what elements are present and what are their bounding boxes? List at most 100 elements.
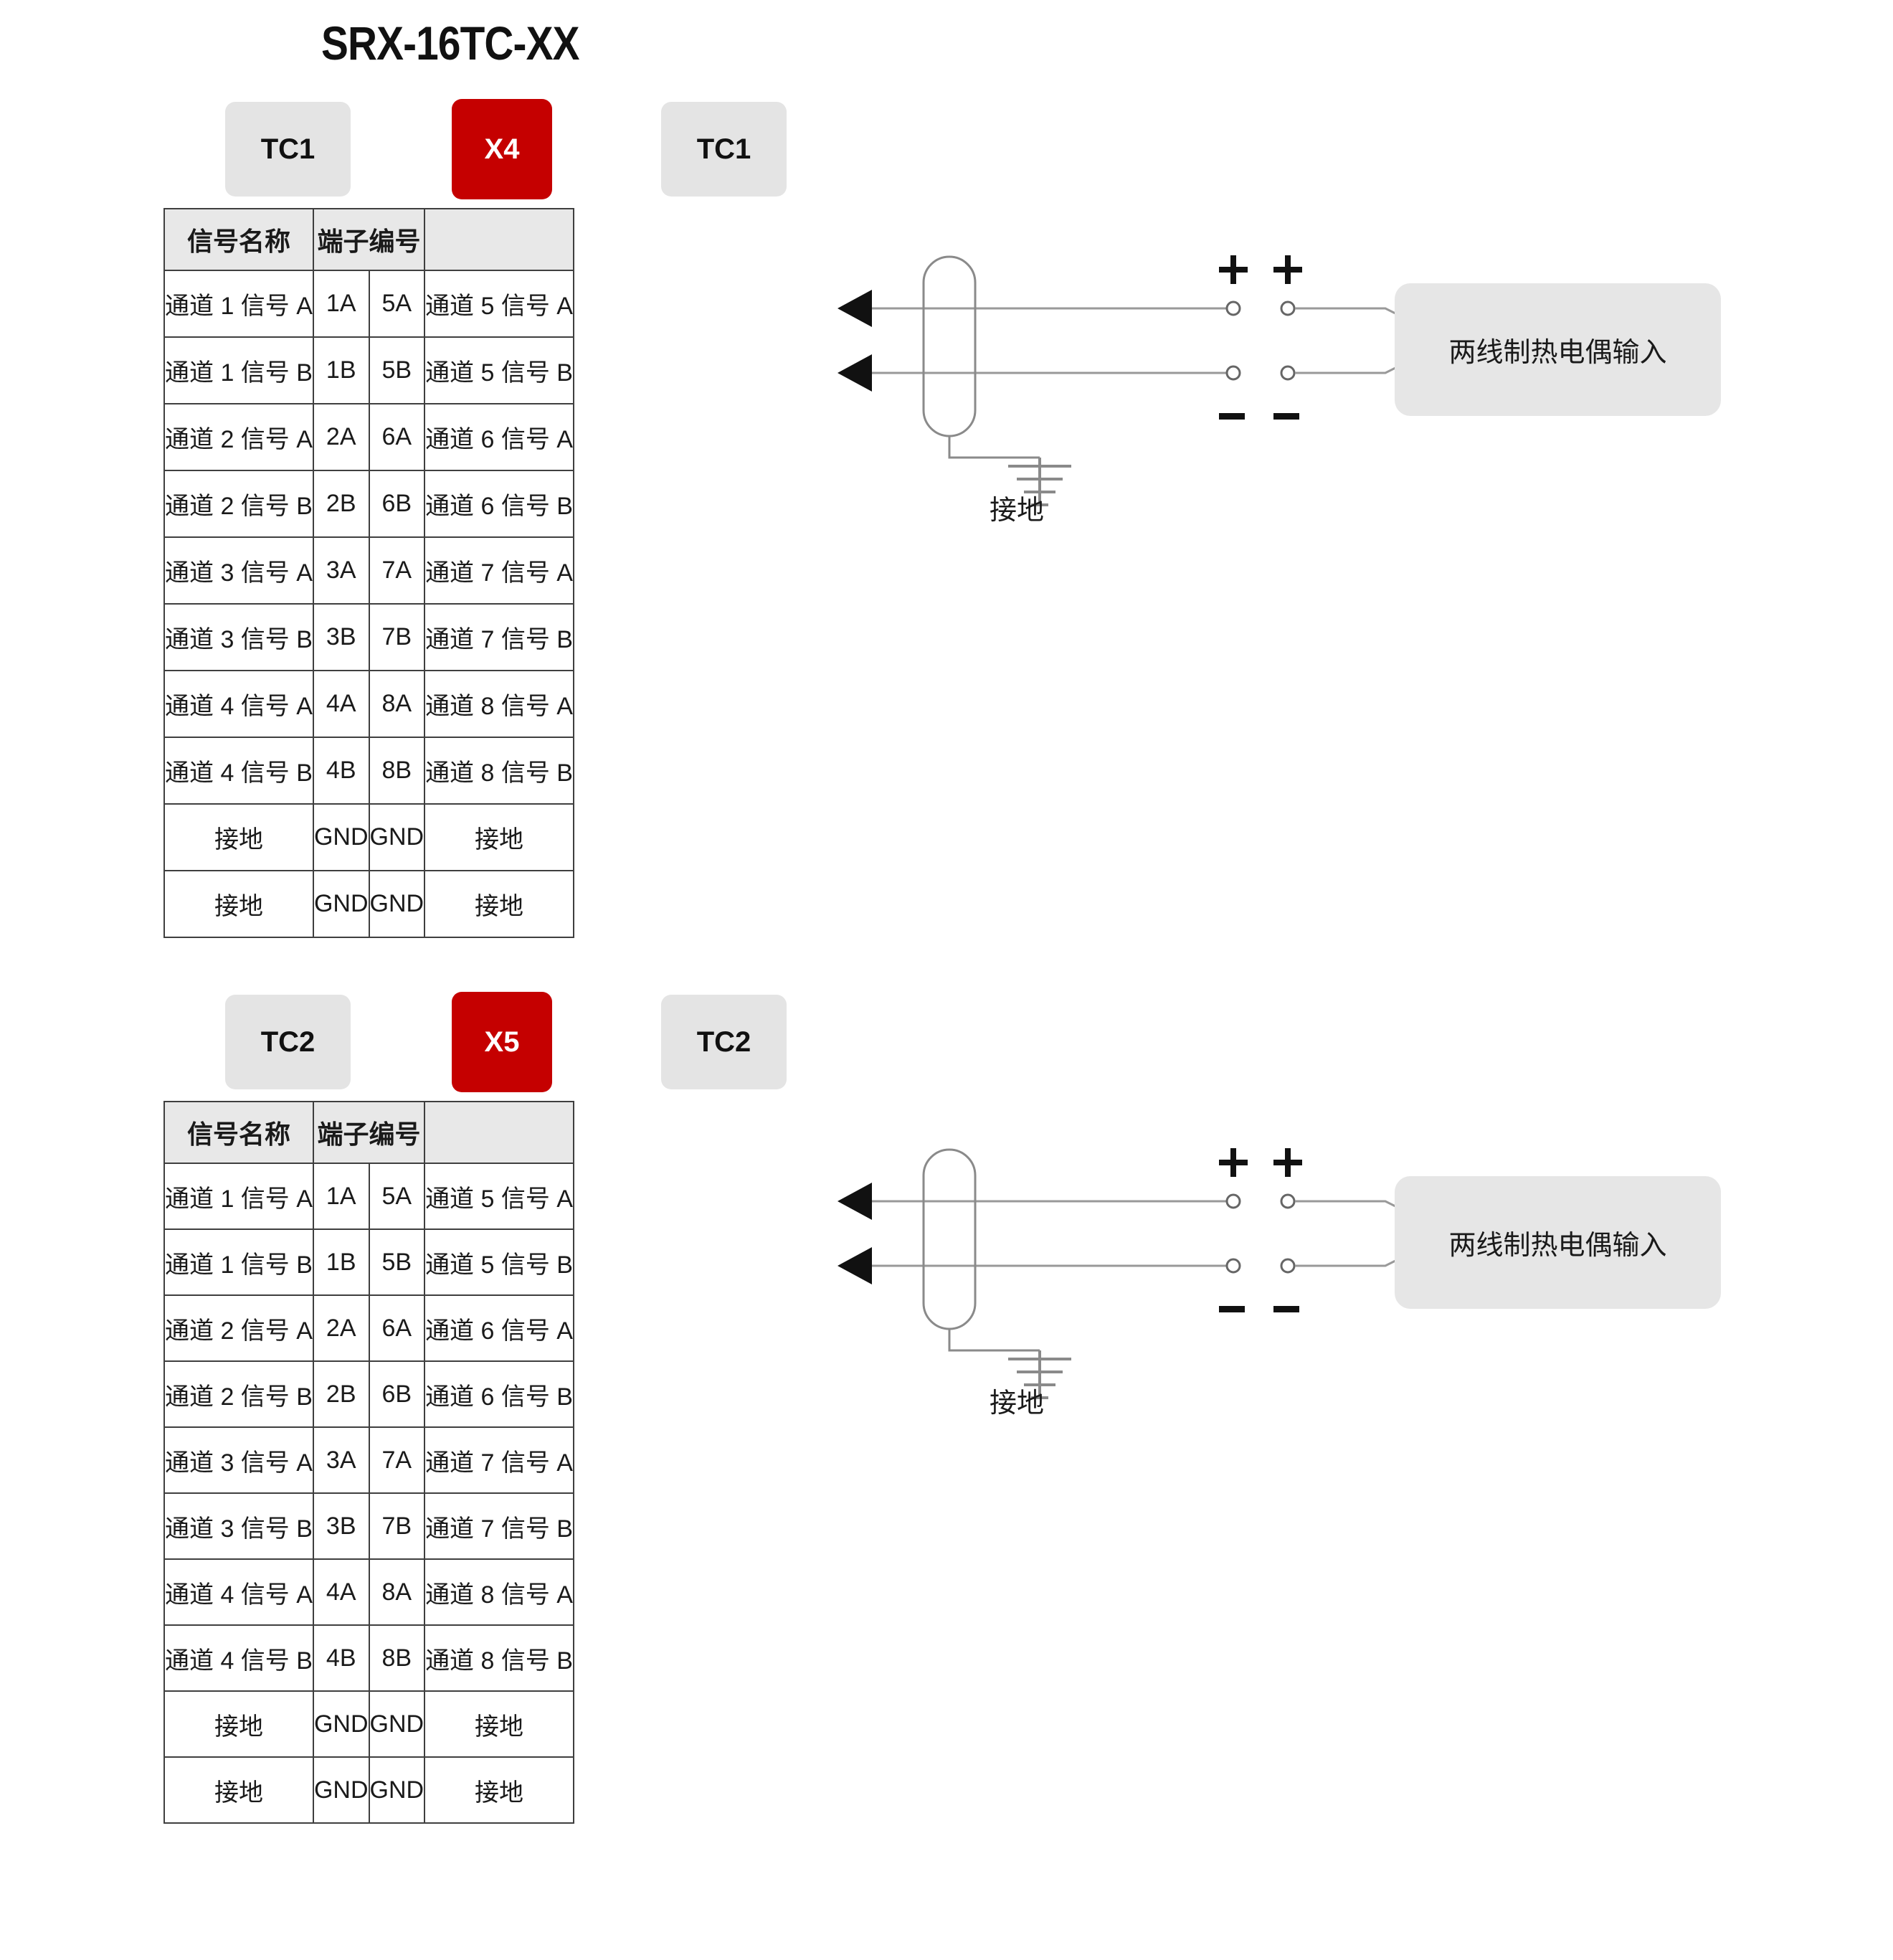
terminal-circle-out-minus [1280, 1258, 1296, 1274]
badge-row: TC2 X5 TC2 [0, 992, 932, 1092]
arrowhead-lower-icon [838, 354, 872, 392]
table-header-row: 信号名称 端子编号 [163, 208, 574, 271]
table-cell: 通道 6 信号 A [424, 1294, 574, 1362]
table-cell: 5B [368, 336, 426, 404]
ground-symbol-icon [1008, 1350, 1071, 1399]
header-terminal-number: 端子编号 [312, 208, 426, 271]
table-cell: 4A [312, 670, 370, 738]
header-signal-name: 信号名称 [163, 208, 314, 271]
table-cell: 接地 [163, 1690, 314, 1758]
table-cell: 2B [312, 1360, 370, 1428]
table-cell: 1B [312, 1228, 370, 1296]
table-cell: 通道 7 信号 B [424, 603, 574, 671]
table-cell: 5A [368, 1163, 426, 1230]
shield-ground-lead [948, 1329, 1040, 1352]
table-cell: 通道 4 信号 A [163, 670, 314, 738]
header-blank [424, 208, 574, 271]
table-cell: 通道 4 信号 A [163, 1558, 314, 1626]
ground-label: 接地 [990, 496, 1045, 526]
table-cell: 7B [368, 1492, 426, 1560]
shield-ground-lead [948, 436, 1040, 459]
table-cell: 5A [368, 270, 426, 338]
table-cell: 通道 1 信号 B [163, 336, 314, 404]
badge-connector-left[interactable]: TC1 [225, 102, 351, 197]
table-cell: 1B [312, 336, 370, 404]
table-cell: 通道 4 信号 B [163, 1624, 314, 1692]
arrowhead-upper-icon [838, 1183, 872, 1220]
table-cell: 6B [368, 470, 426, 538]
table-cell: 接地 [424, 803, 574, 871]
table-cell: GND [368, 870, 426, 938]
table-cell: 2A [312, 1294, 370, 1362]
badge-connector-right[interactable]: TC1 [661, 102, 787, 197]
table-cell: 通道 2 信号 A [163, 403, 314, 471]
table-cell: 1A [312, 1163, 370, 1230]
table-cell: 接地 [424, 1756, 574, 1824]
table-cell: 通道 8 信号 A [424, 1558, 574, 1626]
table-cell: 5B [368, 1228, 426, 1296]
table-cell: 通道 3 信号 B [163, 603, 314, 671]
table-cell: 7A [368, 1426, 426, 1494]
badge-row: TC1 X4 TC1 [0, 99, 932, 199]
header-signal-name: 信号名称 [163, 1101, 314, 1164]
table-cell: 通道 2 信号 A [163, 1294, 314, 1362]
badge-terminal-block[interactable]: X4 [452, 99, 552, 199]
thermocouple-input-box: 两线制热电偶输入 [1395, 1176, 1721, 1309]
table-cell: 通道 1 信号 B [163, 1228, 314, 1296]
table-cell: 通道 3 信号 A [163, 1426, 314, 1494]
polarity-markers [1219, 255, 1302, 420]
table-cell: 通道 5 信号 A [424, 270, 574, 338]
table-cell: 通道 1 信号 A [163, 270, 314, 338]
table-cell: 7A [368, 536, 426, 605]
table-cell: 通道 8 信号 A [424, 670, 574, 738]
cable-shield-icon [922, 255, 977, 437]
table-cell: 接地 [424, 1690, 574, 1758]
thermocouple-wiring-diagram [832, 237, 1778, 574]
table-cell: 8A [368, 670, 426, 738]
table-cell: 8B [368, 737, 426, 805]
badge-connector-right[interactable]: TC2 [661, 995, 787, 1089]
terminal-circle-in-minus [1225, 1258, 1241, 1274]
table-cell: 通道 6 信号 B [424, 1360, 574, 1428]
table-cell: 通道 6 信号 A [424, 403, 574, 471]
table-cell: 4B [312, 1624, 370, 1692]
header-blank [424, 1101, 574, 1164]
page-title: SRX-16TC-XX [321, 16, 579, 70]
table-cell: 4A [312, 1558, 370, 1626]
badge-connector-left[interactable]: TC2 [225, 995, 351, 1089]
table-cell: GND [368, 1690, 426, 1758]
thermocouple-input-label: 两线制热电偶输入 [1448, 1231, 1667, 1261]
thermocouple-input-box: 两线制热电偶输入 [1395, 283, 1721, 416]
terminal-circle-out-plus [1280, 300, 1296, 316]
table-cell: 7B [368, 603, 426, 671]
table-cell: 通道 5 信号 B [424, 336, 574, 404]
table-cell: 6A [368, 1294, 426, 1362]
table-cell: 通道 5 信号 A [424, 1163, 574, 1230]
terminal-circle-in-plus [1225, 300, 1241, 316]
badge-terminal-block[interactable]: X5 [452, 992, 552, 1092]
arrowhead-upper-icon [838, 290, 872, 327]
polarity-markers [1219, 1148, 1302, 1312]
table-cell: 1A [312, 270, 370, 338]
